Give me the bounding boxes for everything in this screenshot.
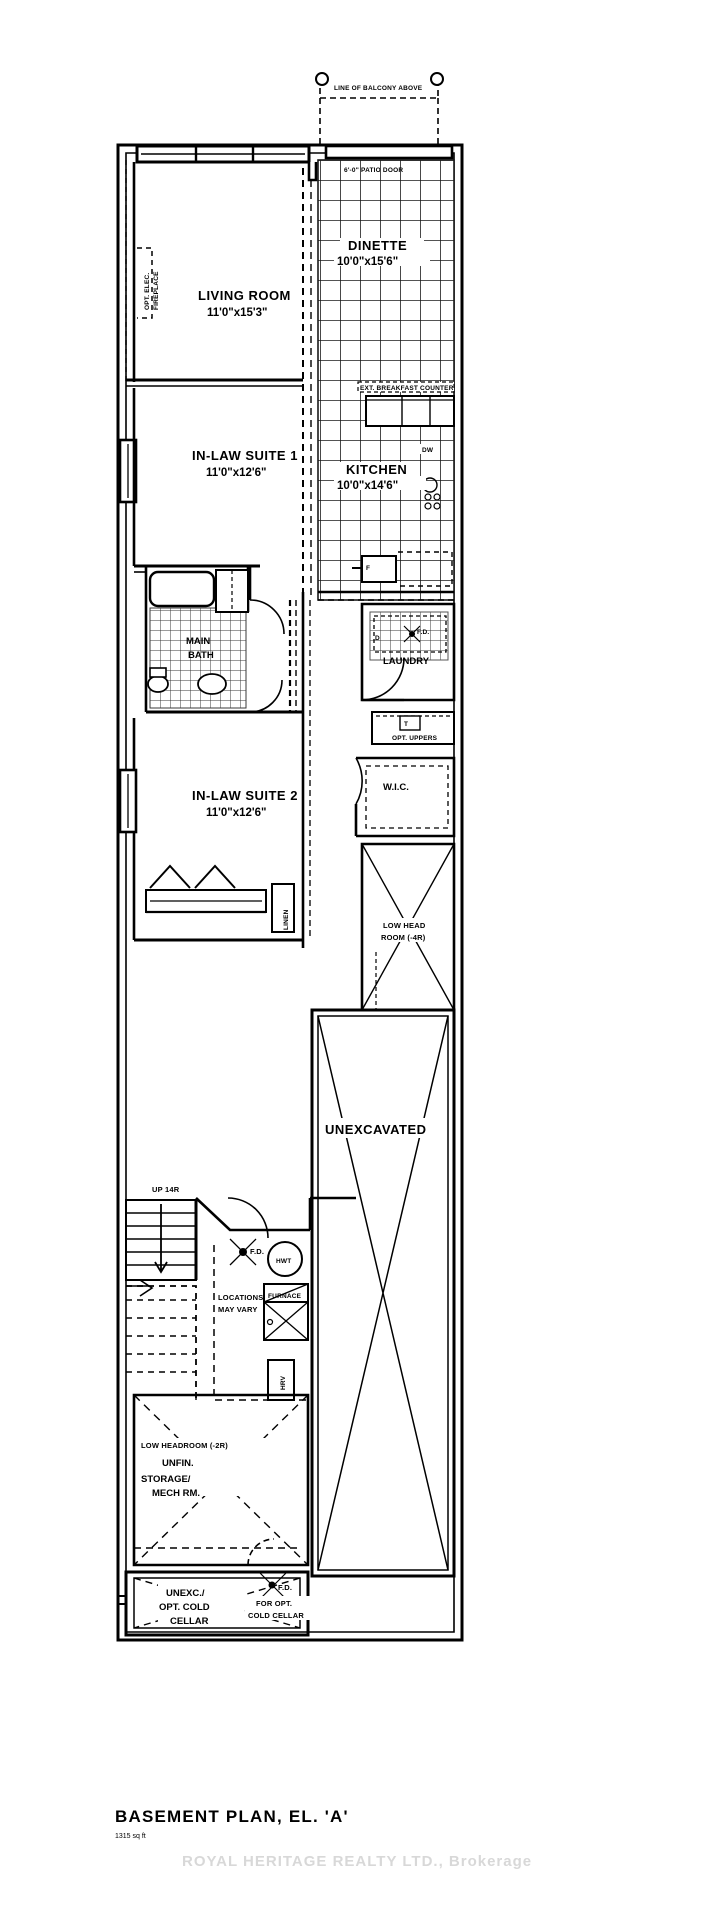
opt-fireplace-outline [137,247,153,319]
plan-title: BASEMENT PLAN, EL. 'A' [115,1807,349,1826]
bath-door-swing-1 [249,599,285,635]
cold-fd-line1: F.D. [278,1583,292,1592]
dinette-dims: 10'0"x15'6" [337,256,398,268]
storage-boundary-dash [213,1245,308,1401]
inlaw1-dims: 11'0"x12'6" [206,467,267,479]
fridge-label: F [366,565,370,572]
mechanical-equipment: F.D. HWT FURNACE HRV LOCATIONS MAY VARY [218,1238,309,1401]
patio-door-label: 6'-0" PATIO DOOR [344,167,403,174]
unexcavated: UNEXCAVATED [310,1008,456,1578]
linen-label: LINEN [283,909,290,930]
storage-line1: UNFIN. [162,1458,194,1469]
dishwasher-label: DW [422,447,434,454]
bath-door-swing-2 [249,679,283,713]
main-bath-name-line2: BATH [188,650,214,661]
closet-bifold-icon [149,864,236,889]
bathtub-icon [148,570,216,608]
cold-cellar-line1: UNEXC./ [166,1588,205,1599]
fireplace-label-line2: FIREPLACE [153,271,160,310]
laundry-appliance-marker: D [375,635,380,642]
top-openings: 6'-0" PATIO DOOR [135,144,454,182]
burner-icon-1 [424,493,432,501]
hwt-label: HWT [276,1258,291,1265]
stairs: UP 14R [125,1185,198,1400]
burner-icon-4 [433,502,441,510]
cold-cellar: UNEXC./ OPT. COLD CELLAR F.D. FOR OPT. C… [118,1570,310,1637]
floor-drain-label: F.D. [250,1247,264,1256]
wic-door-swing [355,757,363,805]
dinette-name: DINETTE [348,238,407,253]
plan-area: 1315 sq ft [115,1833,146,1840]
laundry-name: LAUNDRY [383,656,430,667]
sink-icon [197,673,227,695]
tile-floor-kitchen-dinette [317,159,455,601]
inlaw2-dims: 11'0"x12'6" [206,807,267,819]
locations-vary-line1: LOCATIONS [218,1293,263,1302]
living-room: OPT. ELEC. FIREPLACE LIVING ROOM 11'0"x1… [125,160,291,385]
kitchen-name: KITCHEN [346,462,407,477]
opt-uppers: T OPT. UPPERS [371,711,455,745]
cold-cellar-line2: OPT. COLD [159,1602,210,1613]
living-room-dims: 11'0"x15'3" [207,307,268,319]
laundry: F.D. D LAUNDRY [360,602,456,702]
opt-uppers-mark: T [404,721,408,728]
stairs-up-label: UP 14R [152,1185,180,1194]
hrv-label: HRV [280,1375,287,1390]
balcony-post-left-icon [315,72,329,86]
kitchen-dims: 10'0"x14'6" [337,480,398,492]
cold-fd-line3: COLD CELLAR [248,1611,304,1620]
unexcavated-x [317,1015,449,1571]
window-inlaw1 [118,438,138,504]
storage-line2: STORAGE/ [141,1474,191,1485]
furnace-label: FURNACE [268,1293,302,1300]
in-law-suite-1: IN-LAW SUITE 1 11'0"x12'6" [132,388,298,566]
laundry-fd-label: F.D. [417,629,429,636]
storage-x [133,1394,309,1566]
mech-door-swing [227,1197,269,1239]
storage-door-swing [247,1538,275,1566]
locations-vary-line2: MAY VARY [218,1305,258,1314]
balcony-above-group: LINE OF BALCONY ABOVE [315,72,444,148]
kitchen: DW KITCHEN 10'0"x14'6" F [334,444,453,587]
dinette: DINETTE 10'0"x15'6" [334,238,430,268]
walk-in-closet: W.I.C. [354,756,456,838]
hwt-icon [267,1241,303,1277]
low-headroom-storage-label: LOW HEADROOM (-2R) [141,1441,228,1450]
balcony-post-right-icon [430,72,444,86]
main-bath: MAIN BATH [134,564,303,714]
low-head-room-line2: ROOM (-4R) [381,933,426,942]
fireplace-label-line1: OPT. ELEC. [144,273,151,310]
title-block: BASEMENT PLAN, EL. 'A' 1315 sq ft [115,1807,349,1840]
hrv-icon [267,1359,295,1401]
low-head-room-line1: LOW HEAD [383,921,426,930]
breakfast-counter: EXT. BREAKFAST COUNTER [357,381,455,427]
living-room-name: LIVING ROOM [198,288,291,303]
linen-closet [271,883,295,933]
storage-line3: MECH RM. [152,1488,200,1499]
breakfast-counter-label: EXT. BREAKFAST COUNTER [360,385,454,392]
toilet-icon [147,675,169,693]
watermark: ROYAL HERITAGE REALTY LTD., Brokerage [182,1853,532,1870]
main-bath-name-line1: MAIN [186,636,210,647]
in-law-suite-2: IN-LAW SUITE 2 11'0"x12'6" LINEN [118,718,298,940]
cold-cellar-line3: CELLAR [170,1616,209,1627]
unexcavated-name: UNEXCAVATED [325,1122,427,1137]
burner-icon-3 [424,502,432,510]
opt-uppers-label: OPT. UPPERS [392,735,438,742]
burner-icon-2 [433,493,441,501]
upper-cabinet-outline [398,551,453,587]
cold-fd-line2: FOR OPT. [256,1599,292,1608]
unfinished-storage: LOW HEADROOM (-2R) UNFIN. STORAGE/ MECH … [132,1245,310,1567]
inlaw1-name: IN-LAW SUITE 1 [192,448,298,463]
stairs-direction-arrow [154,1204,168,1274]
inlaw2-name: IN-LAW SUITE 2 [192,788,298,803]
balcony-label: LINE OF BALCONY ABOVE [334,85,423,92]
wic-name: W.I.C. [383,782,409,793]
